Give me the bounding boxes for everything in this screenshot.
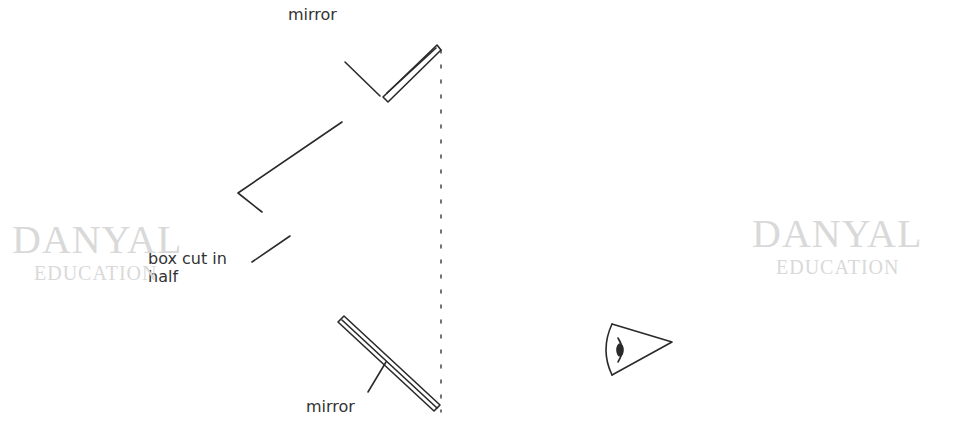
leader-line (368, 362, 386, 392)
watermark: EDUCATION (776, 256, 899, 278)
bottom-mirror (338, 316, 440, 411)
dashed-line (440, 50, 441, 412)
top-mirror (383, 45, 441, 102)
leader-line (345, 62, 380, 96)
watermark: DANYAL (752, 212, 922, 256)
box-outline (238, 122, 342, 212)
leader-line (252, 236, 290, 262)
part-label: mirror (288, 6, 337, 24)
part-label: mirror (306, 398, 355, 416)
watermark: DANYAL (12, 218, 182, 262)
watermark: EDUCATION (34, 262, 157, 284)
eye-symbol (606, 324, 672, 375)
